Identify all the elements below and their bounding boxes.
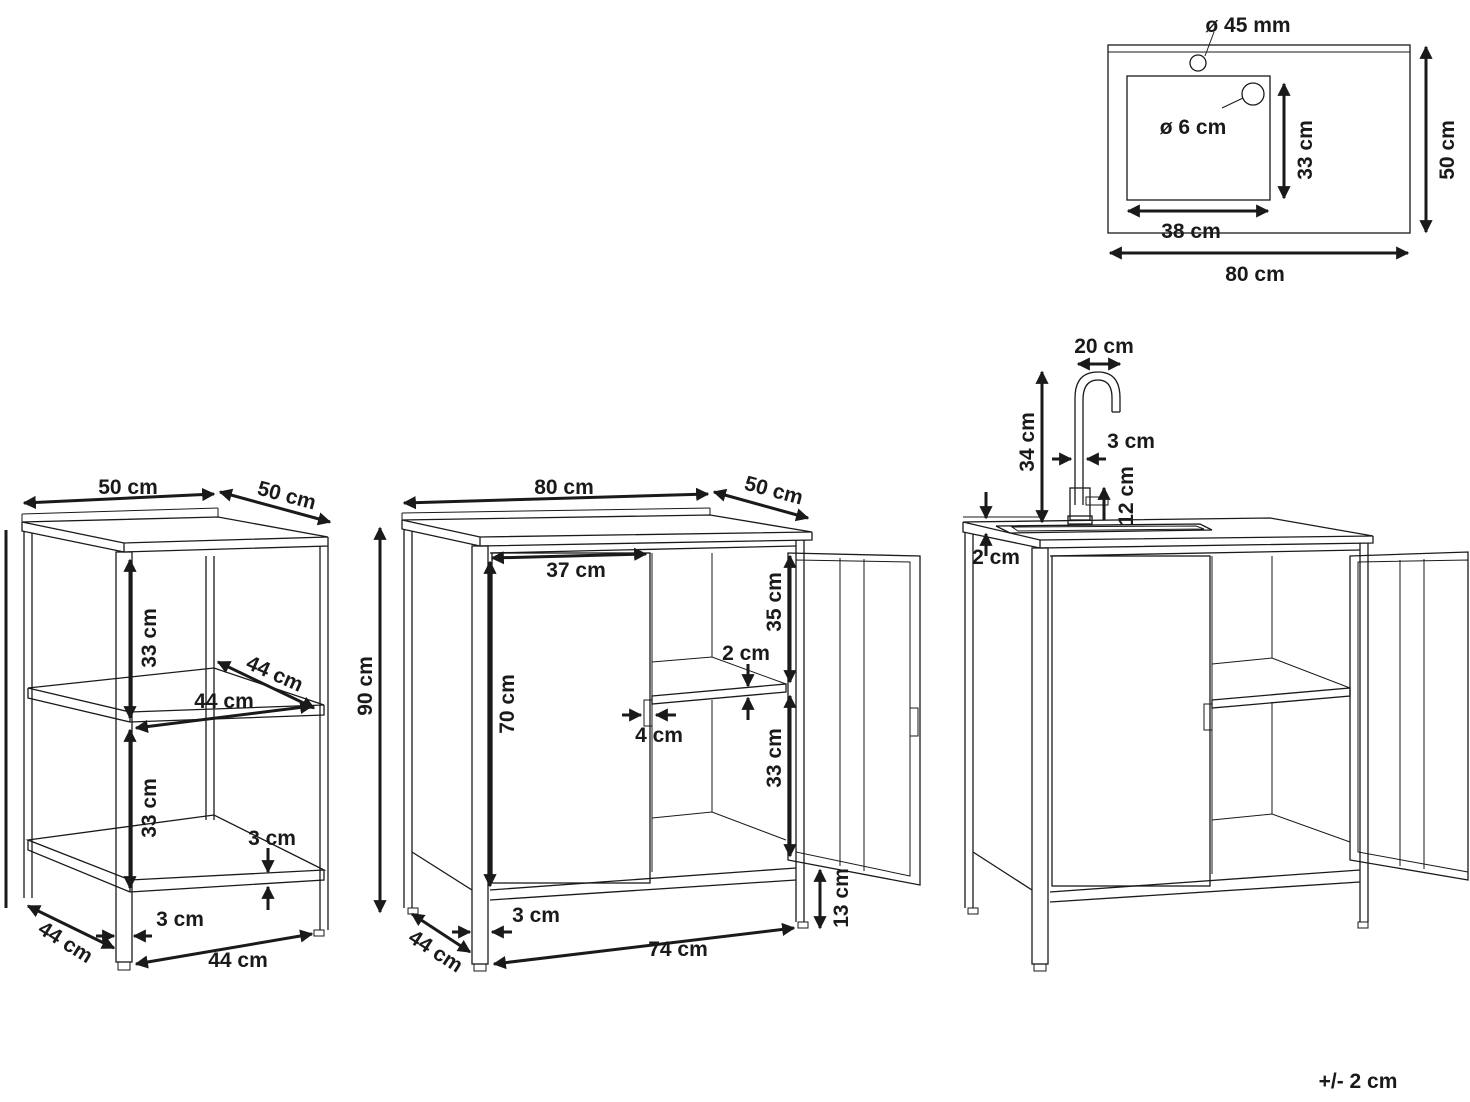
cabinet-shelf — [651, 683, 787, 705]
right-door-open — [787, 552, 921, 886]
cabinet-width-label: 80 cm — [534, 476, 594, 499]
sink-cabinet: 20 cm 34 cm 3 cm 12 cm 2 cm — [962, 335, 1469, 972]
leg-height-label: 13 cm — [830, 868, 853, 928]
frame-width-label: 3 cm — [156, 908, 204, 931]
faucet-reach-label: 20 cm — [1074, 335, 1134, 358]
inner-width-label: 74 cm — [648, 938, 708, 961]
total-width-label: 80 cm — [1225, 263, 1285, 286]
shelf-unit-top — [21, 516, 329, 544]
shelf-unit: 50 cm 50 cm 33 cm 33 cm 44 cm 44 cm 3 cm… — [4, 476, 332, 972]
tap-hole-circle — [1189, 54, 1207, 72]
upper-opening-label: 33 cm — [138, 608, 161, 668]
door-width-label: 37 cm — [546, 559, 606, 582]
faucet-diameter-label: 3 cm — [1107, 430, 1155, 453]
tolerance-note: +/- 2 cm — [1319, 1070, 1398, 1093]
countertop-outline — [1107, 44, 1411, 234]
base-width-label: 44 cm — [208, 949, 268, 972]
base-height-label: 12 cm — [1115, 466, 1138, 526]
drain-hole-label: ø 6 cm — [1160, 116, 1227, 139]
sink-bowl-outline — [1126, 75, 1271, 201]
door-height-label: 70 cm — [496, 674, 519, 734]
door-hinge — [909, 707, 919, 737]
sink-right-door-open — [1349, 551, 1469, 881]
lower-compartment-label: 33 cm — [763, 728, 786, 788]
cabinet-height-label: 90 cm — [354, 656, 377, 716]
faucet — [1074, 371, 1121, 505]
total-depth-label: 50 cm — [1436, 120, 1459, 180]
tap-hole-label: ø 45 mm — [1205, 14, 1290, 37]
sink-cabinet-shelf — [1211, 687, 1351, 709]
shelf-thickness-label: 2 cm — [722, 642, 770, 665]
bottom-gap-label: 3 cm — [248, 827, 296, 850]
top-thickness-label: 2 cm — [972, 546, 1020, 569]
shelf-width-inner-label: 44 cm — [194, 690, 254, 713]
shelf-width-label: 50 cm — [98, 476, 158, 499]
drain-hole-circle — [1241, 82, 1265, 106]
sink-bowl — [995, 523, 1213, 534]
handle-label: 4 cm — [635, 724, 683, 747]
bowl-depth-label: 33 cm — [1294, 120, 1317, 180]
bowl-width-label: 38 cm — [1161, 220, 1221, 243]
faucet-height-label: 34 cm — [1016, 412, 1039, 472]
door-handle — [643, 699, 653, 727]
sink-left-door — [1051, 555, 1211, 887]
cabinet-top — [401, 514, 813, 538]
cabinet: 80 cm 50 cm 90 cm 37 cm 70 cm 35 cm 2 cm… — [354, 472, 921, 977]
upper-compartment-label: 35 cm — [763, 572, 786, 632]
sink-top-view: ø 45 mm ø 6 cm 33 cm 50 cm 38 cm 80 cm — [1107, 14, 1459, 286]
sink-door-handle — [1203, 703, 1213, 731]
lower-opening-label: 33 cm — [138, 778, 161, 838]
cabinet-frame-label: 3 cm — [512, 904, 560, 927]
